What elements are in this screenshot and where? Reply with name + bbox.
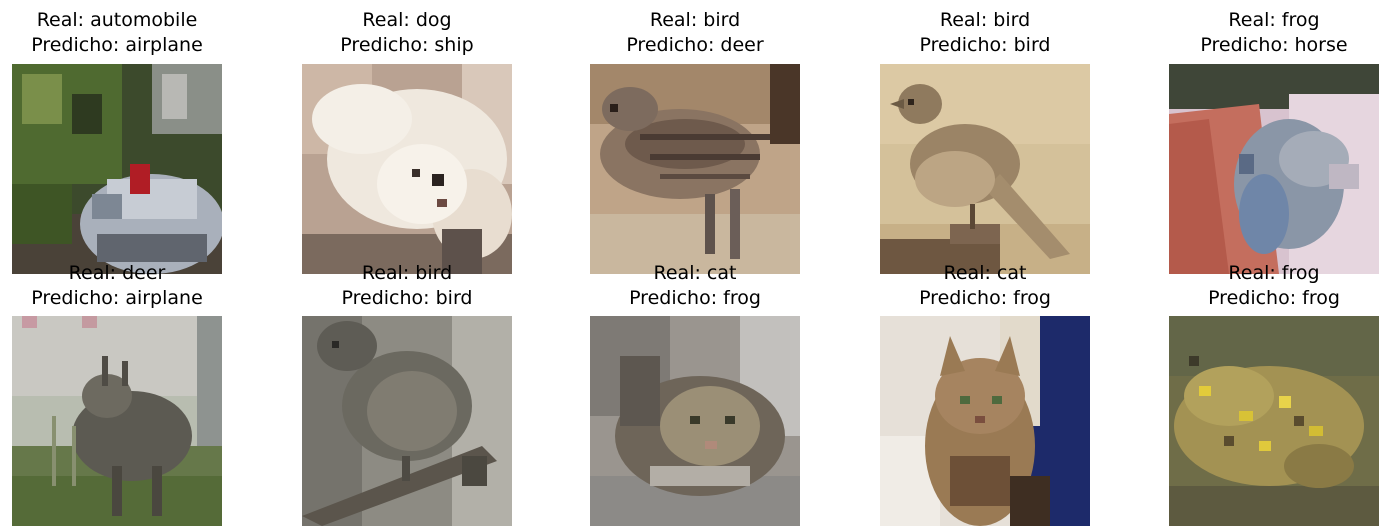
real-label: Real: frog xyxy=(1228,9,1320,31)
predicted-label: Predicho: frog xyxy=(1208,287,1340,309)
sample-image-deer xyxy=(12,316,222,526)
predicted-label: Predicho: bird xyxy=(341,287,473,309)
panel-title: Real: frog Predicho: frog xyxy=(1129,261,1387,311)
panel-title: Real: bird Predicho: deer xyxy=(550,8,840,58)
panel-title: Real: automobile Predicho: airplane xyxy=(0,8,262,58)
sample-image-cat xyxy=(590,316,800,526)
real-label: Real: bird xyxy=(361,262,453,284)
panel-title: Real: deer Predicho: airplane xyxy=(0,261,262,311)
sample-image-automobile xyxy=(12,64,222,274)
panel-title: Real: bird Predicho: bird xyxy=(262,261,552,311)
predicted-label: Predicho: deer xyxy=(626,34,764,56)
predicted-label: Predicho: frog xyxy=(919,287,1051,309)
real-label: Real: frog xyxy=(1228,262,1320,284)
panel-title: Real: cat Predicho: frog xyxy=(840,261,1130,311)
real-label: Real: automobile xyxy=(36,9,198,31)
real-label: Real: deer xyxy=(68,262,166,284)
sample-image-frog xyxy=(1169,64,1379,274)
sample-image-bird xyxy=(880,64,1090,274)
panel-title: Real: bird Predicho: bird xyxy=(840,8,1130,58)
panel-title: Real: dog Predicho: ship xyxy=(262,8,552,58)
sample-image-frog xyxy=(1169,316,1379,526)
real-label: Real: dog xyxy=(362,9,452,31)
predicted-label: Predicho: bird xyxy=(919,34,1051,56)
panel-title: Real: frog Predicho: horse xyxy=(1129,8,1387,58)
panel-title: Real: cat Predicho: frog xyxy=(550,261,840,311)
predicted-label: Predicho: frog xyxy=(629,287,761,309)
predicted-label: Predicho: airplane xyxy=(31,287,203,309)
real-label: Real: cat xyxy=(943,262,1027,284)
sample-image-dog xyxy=(302,64,512,274)
real-label: Real: bird xyxy=(939,9,1031,31)
sample-image-cat xyxy=(880,316,1090,526)
real-label: Real: cat xyxy=(653,262,737,284)
sample-image-bird xyxy=(590,64,800,274)
predicted-label: Predicho: horse xyxy=(1200,34,1348,56)
predicted-label: Predicho: airplane xyxy=(31,34,203,56)
sample-image-bird xyxy=(302,316,512,526)
predicted-label: Predicho: ship xyxy=(340,34,474,56)
real-label: Real: bird xyxy=(649,9,741,31)
